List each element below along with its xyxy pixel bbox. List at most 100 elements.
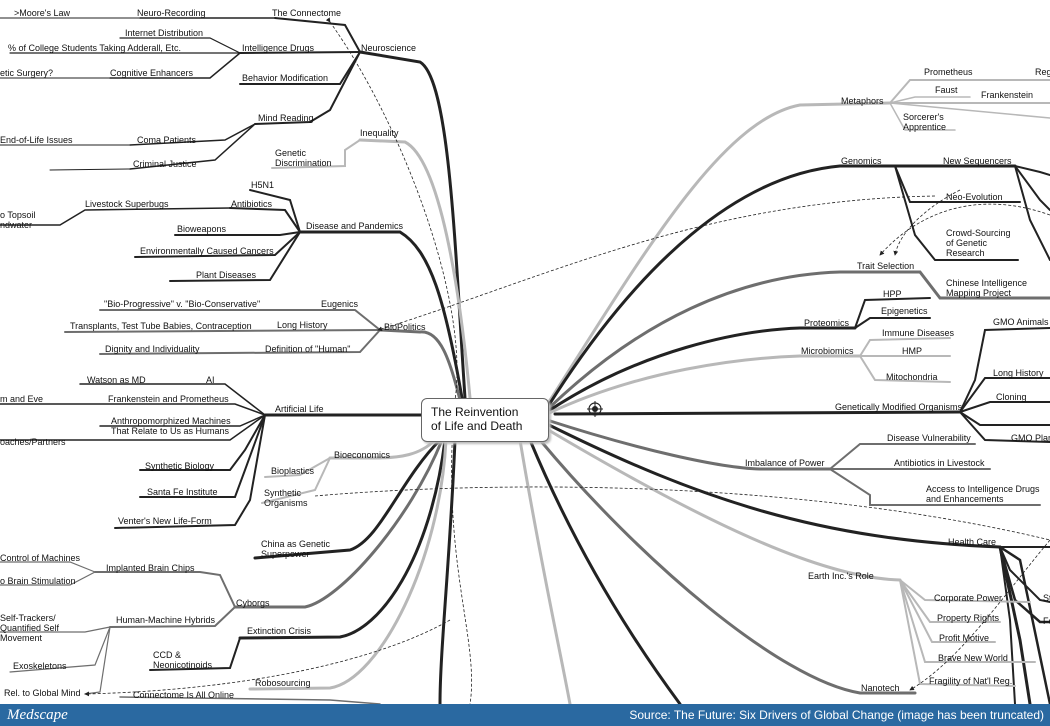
node-plant-diseases[interactable]: Plant Diseases bbox=[196, 270, 257, 280]
node-mitochondria[interactable]: Mitochondria bbox=[886, 372, 938, 382]
node-nanotech[interactable]: Nanotech bbox=[861, 683, 900, 693]
node-disease-vulnerability[interactable]: Disease Vulnerability bbox=[887, 433, 971, 443]
medscape-logo[interactable]: Medscape bbox=[7, 707, 68, 723]
node-inequality[interactable]: Inequality bbox=[360, 128, 399, 138]
node-prometheus[interactable]: Prometheus bbox=[924, 67, 973, 77]
node-ai[interactable]: AI bbox=[206, 375, 215, 385]
node-moores-law[interactable]: >Moore's Law bbox=[14, 8, 70, 18]
node-property-rights[interactable]: Property Rights bbox=[937, 613, 1000, 623]
footer-bar: Medscape Source: The Future: Six Drivers… bbox=[0, 704, 1050, 726]
node-china-superpower[interactable]: China as Genetic Superpower bbox=[261, 539, 331, 559]
node-coaches-partners[interactable]: oaches/Partners bbox=[0, 437, 66, 447]
node-connectome[interactable]: The Connectome bbox=[272, 8, 342, 18]
node-faust[interactable]: Faust bbox=[935, 85, 958, 95]
node-synthetic-biology[interactable]: Synthetic Biology bbox=[145, 461, 215, 471]
node-venter[interactable]: Venter's New Life-Form bbox=[118, 516, 212, 526]
node-crowd-sourcing[interactable]: Crowd-Sourcing of Genetic Research bbox=[946, 228, 1011, 258]
node-mind-reading[interactable]: Mind Reading bbox=[258, 113, 314, 123]
node-intelligence-drugs[interactable]: Intelligence Drugs bbox=[242, 43, 315, 53]
node-fragility[interactable]: Fragility of Nat'l Reg. bbox=[929, 676, 1013, 686]
node-extinction-crisis[interactable]: Extinction Crisis bbox=[247, 626, 312, 636]
node-behavior-modification[interactable]: Behavior Modification bbox=[242, 73, 329, 83]
node-epigenetics[interactable]: Epigenetics bbox=[881, 306, 928, 316]
node-control-machines[interactable]: Control of Machines bbox=[0, 553, 81, 563]
node-health-care[interactable]: Health Care bbox=[948, 537, 997, 547]
node-hpp[interactable]: HPP bbox=[883, 289, 902, 299]
node-profit-motive[interactable]: Profit Motive bbox=[939, 633, 990, 643]
node-cyborgs[interactable]: Cyborgs bbox=[236, 598, 270, 608]
central-topic-label: The Reinvention of Life and Death bbox=[431, 405, 523, 433]
node-criminal-justice[interactable]: Criminal Justice bbox=[133, 159, 197, 169]
node-end-of-life[interactable]: End-of-Life Issues bbox=[0, 135, 73, 145]
node-bio-progressive[interactable]: "Bio-Progressive" v. "Bio-Conservative" bbox=[104, 299, 261, 309]
node-earth-inc[interactable]: Earth Inc.'s Role bbox=[808, 571, 874, 581]
node-access-drugs[interactable]: Access to Intelligence Drugs and Enhance… bbox=[926, 484, 1040, 504]
node-cloning[interactable]: Cloning bbox=[996, 392, 1027, 402]
node-chinese-mapping[interactable]: Chinese Intelligence Mapping Project bbox=[946, 278, 1028, 298]
node-college-adderall[interactable]: % of College Students Taking Adderall, E… bbox=[8, 43, 181, 53]
node-watson[interactable]: Watson as MD bbox=[87, 375, 146, 385]
node-robosourcing[interactable]: Robosourcing bbox=[255, 678, 311, 688]
node-imbalance-power[interactable]: Imbalance of Power bbox=[745, 458, 825, 468]
node-global-mind[interactable]: Rel. to Global Mind bbox=[4, 688, 81, 698]
node-long-history-right[interactable]: Long History bbox=[993, 368, 1044, 378]
node-trait-selection[interactable]: Trait Selection bbox=[857, 261, 915, 271]
node-biopolitics[interactable]: BioPolitics bbox=[384, 322, 426, 332]
node-artificial-life[interactable]: Artificial Life bbox=[275, 404, 324, 414]
node-reg[interactable]: Reg bbox=[1035, 67, 1050, 77]
node-exoskeletons[interactable]: Exoskeletons bbox=[13, 661, 67, 671]
node-connectome-online[interactable]: Connectome Is All Online bbox=[133, 690, 235, 700]
node-gmo[interactable]: Genetically Modified Organisms bbox=[835, 402, 963, 412]
node-proteomics[interactable]: Proteomics bbox=[804, 318, 850, 328]
node-santa-fe[interactable]: Santa Fe Institute bbox=[147, 487, 218, 497]
node-adam-eve[interactable]: m and Eve bbox=[0, 394, 44, 404]
node-ccd-neonicotinoids[interactable]: CCD & Neonicotinoids bbox=[153, 650, 213, 670]
node-anthropomorphized-machines[interactable]: Anthropomorphized Machines That Relate t… bbox=[111, 416, 231, 436]
node-cosmetic-surgery[interactable]: etic Surgery? bbox=[0, 68, 54, 78]
node-genetic-discrimination[interactable]: Genetic Discrimination bbox=[275, 148, 332, 168]
node-neuroscience[interactable]: Neuroscience bbox=[361, 43, 417, 53]
node-synthetic-organisms[interactable]: Synthetic Organisms bbox=[264, 488, 308, 508]
node-brave-new-world[interactable]: Brave New World bbox=[938, 653, 1008, 663]
node-hmp[interactable]: HMP bbox=[902, 346, 922, 356]
node-cognitive-enhancers[interactable]: Cognitive Enhancers bbox=[110, 68, 194, 78]
node-metaphors[interactable]: Metaphors bbox=[841, 96, 884, 106]
node-dignity[interactable]: Dignity and Individuality bbox=[105, 344, 200, 354]
node-immune-diseases[interactable]: Immune Diseases bbox=[882, 328, 955, 338]
node-bioeconomics[interactable]: Bioeconomics bbox=[334, 450, 391, 460]
node-eugenics[interactable]: Eugenics bbox=[321, 299, 359, 309]
node-microbiomics[interactable]: Microbiomics bbox=[801, 346, 854, 356]
node-long-history-left[interactable]: Long History bbox=[277, 320, 328, 330]
node-corporate-power[interactable]: Corporate Power bbox=[934, 593, 1003, 603]
node-livestock-superbugs[interactable]: Livestock Superbugs bbox=[85, 199, 169, 209]
node-disease-pandemics[interactable]: Disease and Pandemics bbox=[306, 221, 404, 231]
node-frankenstein-prometheus[interactable]: Frankenstein and Prometheus bbox=[108, 394, 229, 404]
node-coma-patients[interactable]: Coma Patients bbox=[137, 135, 197, 145]
node-antibiotics[interactable]: Antibiotics bbox=[231, 199, 273, 209]
node-genomics[interactable]: Genomics bbox=[841, 156, 882, 166]
node-human-machine[interactable]: Human-Machine Hybrids bbox=[116, 615, 216, 625]
node-neo-evolution[interactable]: Neo-Evolution bbox=[946, 192, 1003, 202]
node-internet-distribution[interactable]: Internet Distribution bbox=[125, 28, 204, 38]
node-bioplastics[interactable]: Bioplastics bbox=[271, 466, 315, 476]
node-neuro-recording[interactable]: Neuro-Recording bbox=[137, 8, 206, 18]
node-brain-stimulation[interactable]: o Brain Stimulation bbox=[0, 576, 76, 586]
node-transplants[interactable]: Transplants, Test Tube Babies, Contracep… bbox=[70, 321, 252, 331]
node-implanted-chips[interactable]: Implanted Brain Chips bbox=[106, 563, 195, 573]
node-new-sequencers[interactable]: New Sequencers bbox=[943, 156, 1012, 166]
node-st[interactable]: St bbox=[1043, 593, 1050, 603]
node-gmo-plant[interactable]: GMO Plant bbox=[1011, 433, 1050, 443]
node-self-trackers[interactable]: Self-Trackers/ Quantified Self Movement bbox=[0, 613, 60, 643]
node-frankenstein[interactable]: Frankenstein bbox=[981, 90, 1034, 100]
node-sorcerers-apprentice[interactable]: Sorcerer's Apprentice bbox=[903, 112, 947, 132]
node-antibiotics-livestock[interactable]: Antibiotics in Livestock bbox=[894, 458, 985, 468]
node-topsoil[interactable]: o Topsoil ndwater bbox=[0, 210, 36, 230]
node-definition-human[interactable]: Definition of "Human" bbox=[265, 344, 351, 354]
node-env-cancers[interactable]: Environmentally Caused Cancers bbox=[140, 246, 274, 256]
node-fe[interactable]: Fe bbox=[1043, 616, 1050, 626]
central-topic-node[interactable]: The Reinvention of Life and Death bbox=[421, 398, 549, 442]
node-gmo-animals[interactable]: GMO Animals bbox=[993, 317, 1049, 327]
node-bioweapons[interactable]: Bioweapons bbox=[177, 224, 227, 234]
crosshair-icon bbox=[587, 401, 603, 417]
node-h5n1[interactable]: H5N1 bbox=[251, 180, 275, 190]
